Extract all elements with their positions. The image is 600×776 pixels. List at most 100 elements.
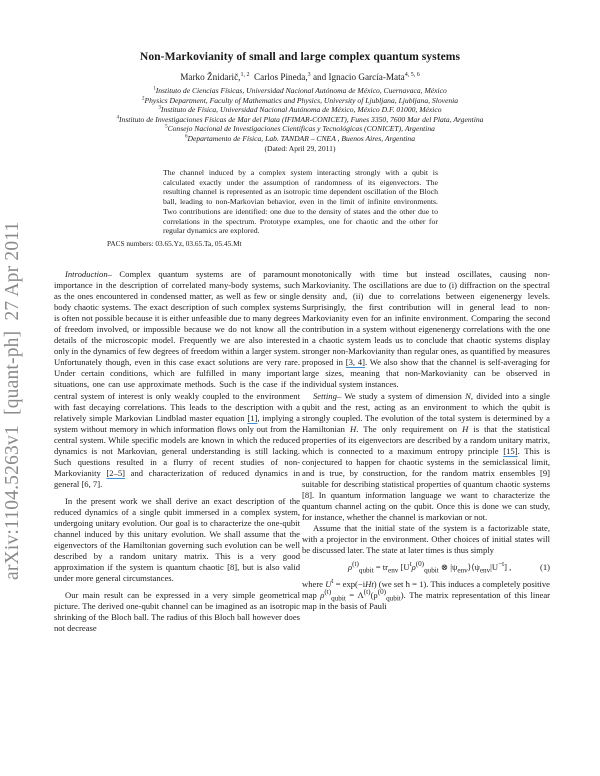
superscript: (t) <box>363 588 371 597</box>
text: [U <box>398 562 410 573</box>
superscript: t <box>331 577 334 586</box>
affil-text: Instituto de Investigaciones Físicas de … <box>119 114 484 124</box>
math-symbol: Ht <box>365 579 374 590</box>
affiliation: 3Instituto de Física, Universidad Nacion… <box>0 105 600 115</box>
text: . The only requirement on <box>356 423 463 434</box>
affil-mark: 3 <box>158 105 161 111</box>
affil-mark: 5 <box>165 124 168 130</box>
citation-link[interactable]: [1] <box>247 412 258 423</box>
superscript: t <box>409 560 412 569</box>
abstract: The channel induced by a complex system … <box>163 168 438 236</box>
subscript: env <box>388 566 399 575</box>
subscript: qubit <box>358 566 374 575</box>
subscript: env <box>479 566 491 575</box>
math-symbol: H <box>350 423 357 434</box>
text: ). The matrix representation of this lin… <box>302 590 551 612</box>
text: |U <box>490 562 499 573</box>
superscript: (0) <box>377 588 387 597</box>
citation-link[interactable]: [8] <box>302 489 313 500</box>
author-name: Marko Žnidarič, <box>180 72 241 82</box>
citation-link[interactable]: [2–5] <box>106 467 126 478</box>
citation-link[interactable]: [9] <box>539 467 550 478</box>
affil-text: Departamento de Física, Lab. TANDAR – CN… <box>187 133 416 143</box>
right-column: monotonically with time but instead osci… <box>302 269 550 612</box>
subscript: qubit <box>424 566 439 575</box>
text: suitable for describing statistical prop… <box>302 478 550 489</box>
author-name: and Ignacio García-Mata <box>312 72 405 82</box>
affiliation: 5Consejo Nacional de Investigaciones Cie… <box>0 124 600 134</box>
math-symbol: N <box>465 390 471 401</box>
text: , implying a system without memory in wh… <box>54 412 300 478</box>
superscript: −t <box>498 560 505 569</box>
affil-text: Physics Department, Faculty of Mathemati… <box>144 95 459 105</box>
affil-text: Consejo Nacional de Investigaciones Cien… <box>167 124 435 134</box>
superscript: (t) <box>324 588 332 597</box>
text: and characterization of reduced dynamics… <box>54 467 300 489</box>
date-line: (Dated: April 29, 2011) <box>264 143 336 153</box>
section-runin: Setting– <box>313 390 342 401</box>
affil-text: Instituto de Física, Universidad Naciona… <box>160 105 442 115</box>
math-symbol: U <box>325 579 332 590</box>
paragraph: Our main result can be expressed in a ve… <box>54 590 300 634</box>
text: ⟩⟨ψ <box>467 562 480 573</box>
text: We study a system of dimension <box>341 390 466 401</box>
affiliation: 1Instituto de Ciencias Físicas, Universi… <box>0 86 600 96</box>
subscript: qubit <box>331 595 346 604</box>
text: ) (we set ħ = 1). This induces a complet… <box>302 579 550 601</box>
math-symbol: H <box>462 423 469 434</box>
affiliation: 6Departamento de Física, Lab. TANDAR – C… <box>0 134 600 144</box>
affiliation: 2Physics Department, Faculty of Mathemat… <box>0 96 600 106</box>
author-affil-mark: 3 <box>307 71 311 78</box>
author-list: Marko Žnidarič,1, 2 Carlos Pineda,3 and … <box>0 72 600 82</box>
equation-1: ρ(t)qubit = trenv [Utρ(0)qubit ⊗ |ψenv⟩⟨… <box>302 560 550 575</box>
arxiv-stamp[interactable]: arXiv:1104.5263v1 [quant-ph] 27 Apr 2011 <box>2 221 23 580</box>
author-affil-mark: 1, 2 <box>240 71 250 78</box>
text: . <box>100 478 103 489</box>
affil-mark: 6 <box>184 134 188 140</box>
paragraph: In the present work we shall derive an e… <box>54 496 300 584</box>
paragraph-setting: Setting– We study a system of dimension … <box>302 391 550 524</box>
text: . This is conjectured to happen for chao… <box>302 445 550 478</box>
text: , divided into a single qubit and the re… <box>302 390 550 434</box>
text: In the present work we shall derive an e… <box>54 495 300 573</box>
text: , but is also valid under more general c… <box>54 562 300 584</box>
text: Assume that the initial state of the sys… <box>302 523 550 556</box>
citation-link[interactable]: [6, 7] <box>81 478 101 489</box>
affil-mark: 1 <box>153 86 156 92</box>
paragraph: monotonically with time but instead osci… <box>302 269 550 391</box>
paragraph: Assume that the initial state of the sys… <box>302 523 550 556</box>
citation-link[interactable]: [8] <box>227 562 238 573</box>
text: monotonically with time but instead osci… <box>302 269 550 368</box>
text: where <box>302 579 326 590</box>
text: = tr <box>373 562 389 573</box>
section-runin: Introduction– <box>65 269 112 279</box>
text: . We also show that the channel is self-… <box>302 357 550 390</box>
text: = Λ <box>345 590 364 601</box>
affil-mark: 4 <box>116 115 120 121</box>
author-name: Carlos Pineda, <box>254 72 308 82</box>
text: Complex quantum systems are of paramount… <box>54 269 300 423</box>
affiliation: 4Instituto de Investigaciones Físicas de… <box>0 115 600 125</box>
math-symbol: ρ <box>320 590 325 601</box>
math-symbol: ρ <box>411 562 416 573</box>
left-column: Introduction– Complex quantum systems ar… <box>54 269 300 635</box>
equation-number: (1) <box>539 562 550 573</box>
text: Our main result can be expressed in a ve… <box>54 590 300 634</box>
text: is that the statistical properties of it… <box>302 423 551 456</box>
pacs-numbers: PACS numbers: 03.65.Yz, 03.65.Ta, 05.45.… <box>107 239 242 248</box>
affil-text: Instituto de Ciencias Físicas, Universid… <box>155 86 447 95</box>
subscript: env <box>457 566 468 575</box>
superscript: (t) <box>352 560 359 569</box>
superscript: (0) <box>415 560 425 569</box>
paragraph: where Ut = exp(−iHt) (we set ħ = 1). Thi… <box>302 577 551 612</box>
paper-title: Non-Markovianity of small and large comp… <box>139 50 461 63</box>
equation-expression: ρ(t)qubit = trenv [Utρ(0)qubit ⊗ |ψenv⟩⟨… <box>348 560 512 575</box>
citation-link[interactable]: [3, 4] <box>345 357 365 368</box>
text: (ρ <box>370 590 378 601</box>
text: ] , <box>504 562 512 573</box>
affil-mark: 2 <box>141 96 145 102</box>
affiliations: 1Instituto de Ciencias Físicas, Universi… <box>0 86 600 153</box>
text: ⊗ |ψ <box>438 562 458 573</box>
citation-link[interactable]: [15] <box>503 445 518 456</box>
